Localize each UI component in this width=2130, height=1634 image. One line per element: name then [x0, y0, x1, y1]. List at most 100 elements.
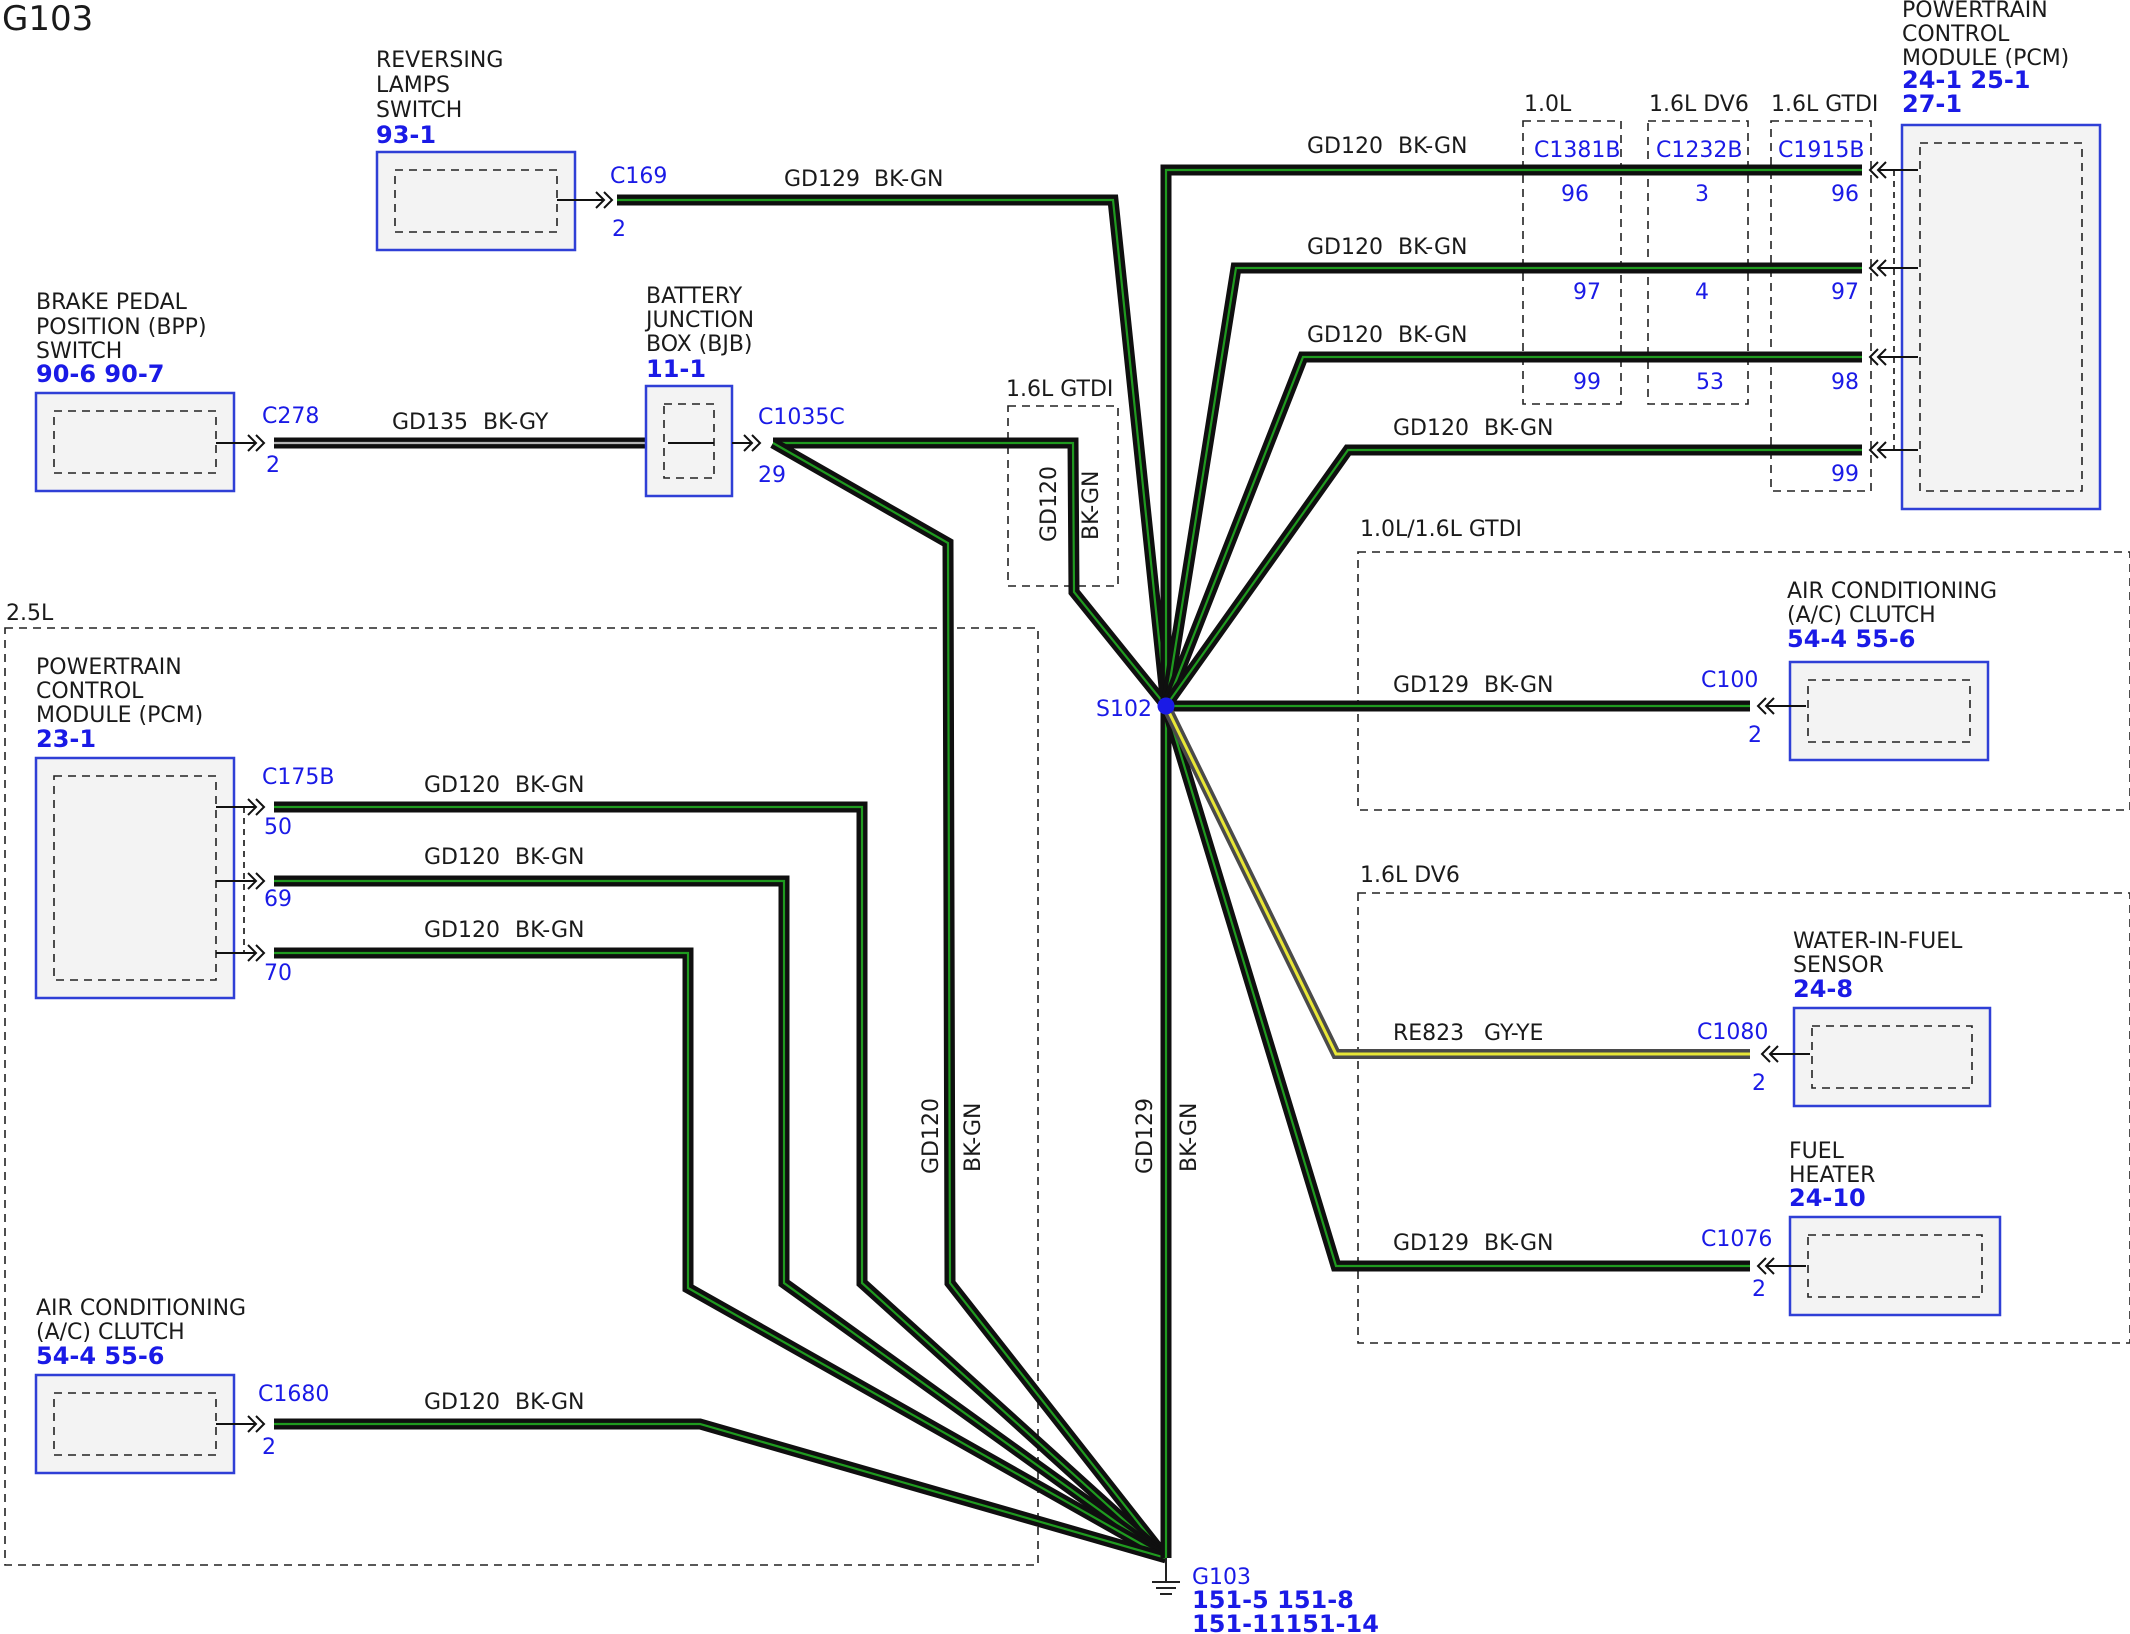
reversing-label-1: REVERSING	[376, 48, 503, 73]
wire-label-bjb-v-color: BK-GN	[1079, 471, 1104, 540]
bjb-label-2: JUNCTION	[644, 308, 754, 333]
wire-label-r1-color: BK-GN	[1398, 134, 1467, 159]
connector-c175b-pin-50: 50	[264, 815, 292, 840]
connector-c169[interactable]: C169	[610, 164, 667, 189]
reversing-lamps-switch[interactable]: REVERSING LAMPS SWITCH 93-1	[375, 48, 577, 252]
variant-1-6l-dv6-label: 1.6L DV6	[1649, 92, 1749, 117]
connector-c278-pin: 2	[266, 453, 280, 478]
connector-c1080[interactable]: C1080	[1697, 1020, 1768, 1045]
connector-c1680-pin: 2	[262, 1435, 276, 1460]
bjb-ref[interactable]: 11-1	[646, 355, 706, 383]
heater-ref[interactable]: 24-10	[1789, 1184, 1866, 1212]
connector-c1680[interactable]: C1680	[258, 1382, 329, 1407]
ac-right-label-2: (A/C) CLUTCH	[1787, 603, 1936, 628]
zone-1-6l-dv6: 1.6L DV6	[1357, 863, 2130, 1344]
bjb-label-1: BATTERY	[646, 284, 743, 309]
wif-label-2: SENSOR	[1793, 953, 1884, 978]
connector-c278[interactable]: C278	[262, 404, 319, 429]
pcm-left-ref[interactable]: 23-1	[36, 725, 96, 753]
wire-label-bpp-circuit: GD135	[392, 410, 468, 435]
wire-label-r4-circuit: GD120	[1393, 416, 1469, 441]
pcm-left-label-2: CONTROL	[36, 679, 144, 704]
connector-c1232b-pin-3: 53	[1696, 370, 1724, 395]
wire-label-r3-color: BK-GN	[1398, 323, 1467, 348]
wire-label-s102-g103-circuit: GD129	[1133, 1098, 1158, 1174]
connector-c175b-pin-69: 69	[264, 887, 292, 912]
zone-1-6l-dv6-label: 1.6L DV6	[1360, 863, 1460, 888]
ac-clutch-right[interactable]: AIR CONDITIONING (A/C) CLUTCH 54-4 55-6	[1787, 579, 1997, 762]
ac-left-ref[interactable]: 54-4 55-6	[36, 1342, 164, 1370]
wire-label-bpp-color: BK-GY	[483, 410, 549, 435]
wif-ref[interactable]: 24-8	[1793, 975, 1853, 1003]
wire-label-r1-circuit: GD120	[1307, 134, 1383, 159]
connector-c1915b-pin-3: 98	[1831, 370, 1859, 395]
variant-1-6l-gtdi: 1.6L GTDI	[1770, 92, 1878, 492]
reversing-ref[interactable]: 93-1	[376, 121, 436, 149]
bpp-label-2: POSITION (BPP)	[36, 315, 207, 340]
wire-label-ac-right-color: BK-GN	[1484, 673, 1553, 698]
reversing-label-2: LAMPS	[376, 73, 450, 98]
wire-label-pcm3-color: BK-GN	[515, 918, 584, 943]
bpp-switch[interactable]: BRAKE PEDAL POSITION (BPP) SWITCH 90-6 9…	[34, 290, 236, 493]
connector-c100-pin: 2	[1748, 723, 1762, 748]
connector-c1232b-pin-1: 3	[1695, 182, 1709, 207]
ground-g103-ref-1[interactable]: 151-5 151-8	[1192, 1586, 1354, 1614]
zone-2-5l-label: 2.5L	[6, 601, 54, 626]
connector-c1915b-pin-1: 96	[1831, 182, 1859, 207]
pcm-right-ref-1[interactable]: 24-1 25-1	[1902, 66, 2030, 94]
ac-clutch-left[interactable]: AIR CONDITIONING (A/C) CLUTCH 54-4 55-6	[34, 1296, 246, 1475]
ac-left-label-2: (A/C) CLUTCH	[36, 1320, 185, 1345]
ac-right-label-1: AIR CONDITIONING	[1787, 579, 1997, 604]
harness-wires	[274, 164, 1862, 1564]
wire-label-ac-right-circuit: GD129	[1393, 673, 1469, 698]
zone-1-0l-1-6l-gtdi-label: 1.0L/1.6L GTDI	[1360, 517, 1522, 542]
ground-g103-ref-2[interactable]: 151-11151-14	[1192, 1610, 1379, 1634]
wire-label-c1035-down-circuit: GD120	[919, 1098, 944, 1174]
connector-c1381b[interactable]: C1381B	[1534, 138, 1620, 163]
connector-c1915b-pin-2: 97	[1831, 280, 1859, 305]
wif-label-1: WATER-IN-FUEL	[1793, 929, 1963, 954]
fuel-heater[interactable]: FUEL HEATER 24-10	[1788, 1139, 2002, 1317]
wire-label-r2-circuit: GD120	[1307, 235, 1383, 260]
pcm-right[interactable]: POWERTRAIN CONTROL MODULE (PCM) 24-1 25-…	[1900, 0, 2102, 511]
zone-1-0l-1-6l-gtdi: 1.0L/1.6L GTDI	[1357, 517, 2130, 811]
bpp-label-3: SWITCH	[36, 339, 122, 364]
splice-s102[interactable]: S102	[1096, 697, 1175, 722]
ground-g103-label: G103	[1192, 1565, 1251, 1590]
bjb-label-3: BOX (BJB)	[646, 332, 753, 357]
connector-c1035c[interactable]: C1035C	[758, 405, 845, 430]
connector-c1035c-pin: 29	[758, 463, 786, 488]
connector-c175b[interactable]: C175B	[262, 765, 334, 790]
pcm-right-ref-2[interactable]: 27-1	[1902, 90, 1962, 118]
ac-right-ref[interactable]: 54-4 55-6	[1787, 625, 1915, 653]
bpp-ref[interactable]: 90-6 90-7	[36, 360, 164, 388]
pcm-left[interactable]: POWERTRAIN CONTROL MODULE (PCM) 23-1	[34, 655, 236, 1000]
wire-label-r4-color: BK-GN	[1484, 416, 1553, 441]
wire-label-pcm2-color: BK-GN	[515, 845, 584, 870]
wire-label-c1035-down-color: BK-GN	[961, 1103, 986, 1172]
wire-label-s102-g103-color: BK-GN	[1177, 1103, 1202, 1172]
wire-label-rev-color: BK-GN	[874, 167, 943, 192]
wire-label-pcm1-color: BK-GN	[515, 773, 584, 798]
water-in-fuel-sensor[interactable]: WATER-IN-FUEL SENSOR 24-8	[1792, 929, 1992, 1108]
ground-g103[interactable]: G103 151-5 151-8 151-11151-14	[1152, 1558, 1379, 1634]
connector-c1381b-pin-1: 96	[1561, 182, 1589, 207]
wire-label-ac-left-color: BK-GN	[515, 1390, 584, 1415]
connector-c1915b[interactable]: C1915B	[1778, 138, 1864, 163]
connector-c1381b-pin-3: 99	[1573, 370, 1601, 395]
connector-c1076[interactable]: C1076	[1701, 1227, 1772, 1252]
connector-c1232b[interactable]: C1232B	[1656, 138, 1742, 163]
pcm-left-label-1: POWERTRAIN	[36, 655, 182, 680]
pcm-right-label-2: CONTROL	[1902, 22, 2010, 47]
connector-c100[interactable]: C100	[1701, 668, 1758, 693]
wire-label-heater-circuit: GD129	[1393, 1231, 1469, 1256]
zone-1-6l-gtdi-mid: 1.6L GTDI	[1006, 377, 1119, 587]
variant-1-6l-gtdi-label: 1.6L GTDI	[1771, 92, 1878, 117]
connector-c1232b-pin-2: 4	[1695, 280, 1709, 305]
connector-c1076-pin: 2	[1752, 1277, 1766, 1302]
connector-c1080-pin: 2	[1752, 1071, 1766, 1096]
pcm-right-label-1: POWERTRAIN	[1902, 0, 2048, 23]
connector-c175b-pin-70: 70	[264, 961, 292, 986]
battery-junction-box[interactable]: BATTERY JUNCTION BOX (BJB) 11-1	[644, 284, 754, 498]
